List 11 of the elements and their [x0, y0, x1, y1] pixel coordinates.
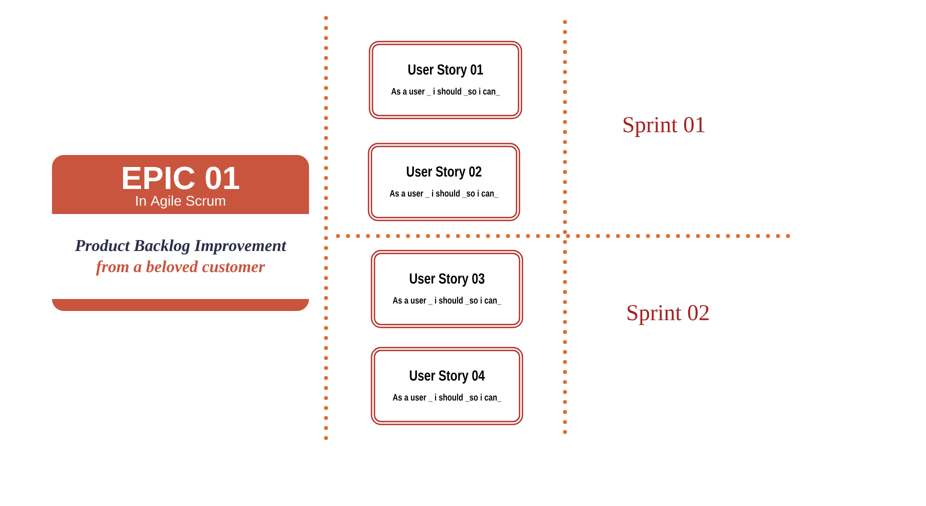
sprint-label: Sprint 02	[628, 305, 709, 325]
story-card: User Story 03 As a user _ i should _so i can_	[370, 250, 524, 328]
story-card: User Story 02 As a user _ i should _so i can_	[368, 142, 520, 222]
epic-title: EPIC 01	[123, 166, 240, 190]
story-card: User Story 01 As a user _ i should _so i can_	[368, 40, 522, 120]
story-card: User Story 04 As a user _ i should _so i can_	[370, 346, 524, 426]
sprint-label: Sprint 01	[624, 117, 705, 137]
card-text: Product Backlog Improvement	[74, 239, 286, 255]
epic-card	[52, 155, 309, 311]
card-text: from a beloved customer	[96, 260, 266, 276]
epic-subtitle: In Agile Scrum	[136, 195, 226, 209]
